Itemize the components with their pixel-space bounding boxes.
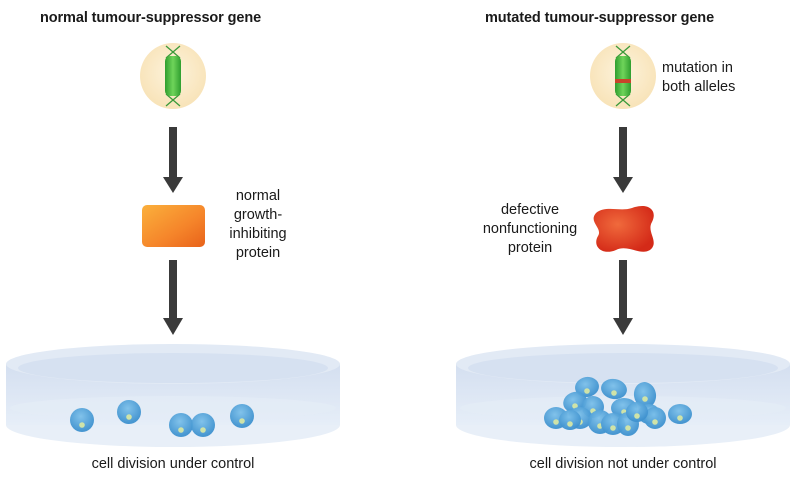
mutation-label-line: mutation in [662, 60, 733, 76]
right-dish-caption: cell division not under control [529, 456, 717, 472]
normal-protein-label-line: growth- [233, 207, 283, 223]
cell-nucleus [610, 425, 616, 431]
cell-nucleus [200, 427, 206, 433]
left-cells [70, 400, 254, 437]
arrow-gene-to-protein-right [613, 127, 633, 193]
normal-protein-label-line: inhibiting [229, 226, 287, 242]
right-panel-title: mutated tumour-suppressor gene [485, 10, 715, 26]
mutation-label: mutation in both alleles [662, 59, 735, 97]
cell-nucleus [625, 425, 631, 431]
cell [70, 408, 94, 432]
cell [559, 410, 581, 430]
arrow-gene-to-protein-left [163, 127, 183, 193]
cell [575, 376, 599, 398]
cell-nucleus [553, 419, 559, 425]
left-gene-nucleus [140, 43, 206, 109]
defective-protein-label-line: protein [507, 240, 553, 256]
normal-protein-shape [142, 205, 205, 247]
cell-nucleus [677, 415, 683, 421]
left-dish-caption: cell division under control [91, 456, 255, 472]
right-gene-nucleus [590, 43, 656, 109]
cell-nucleus [79, 422, 85, 428]
mutation-label-line: both alleles [662, 79, 736, 95]
cell-nucleus [611, 390, 617, 396]
defective-protein-label-line: defective [500, 202, 560, 218]
cell [601, 378, 627, 400]
cell-nucleus [567, 421, 573, 427]
cell [633, 382, 657, 408]
mutation-band [615, 79, 631, 83]
cell-nucleus [652, 419, 658, 425]
normal-protein-label: normal growth- inhibiting protein [218, 187, 298, 263]
cell-nucleus [572, 403, 578, 409]
cell [626, 402, 648, 422]
cell [191, 413, 215, 437]
cell [668, 404, 692, 424]
cell [230, 404, 254, 428]
cell-nucleus [642, 396, 648, 402]
cell [644, 407, 666, 429]
chromosome-icon [165, 45, 181, 107]
cell-nucleus [178, 427, 184, 433]
defective-protein-label: defective nonfunctioning protein [468, 201, 592, 258]
right-cells [544, 376, 692, 436]
normal-protein-label-line: protein [235, 245, 281, 261]
cell [169, 413, 193, 437]
cell-nucleus [126, 414, 132, 420]
defective-protein-label-line: nonfunctioning [482, 221, 578, 237]
cell [117, 400, 141, 424]
chromosome-icon [615, 45, 631, 107]
arrow-protein-to-dish-right [613, 260, 633, 335]
cell-nucleus [634, 413, 640, 419]
left-panel-title: normal tumour-suppressor gene [40, 10, 262, 26]
cell-nucleus [584, 388, 590, 394]
arrow-protein-to-dish-left [163, 260, 183, 335]
normal-protein-label-line: normal [235, 188, 281, 204]
defective-protein-shape [593, 205, 654, 252]
cell-nucleus [239, 418, 245, 424]
